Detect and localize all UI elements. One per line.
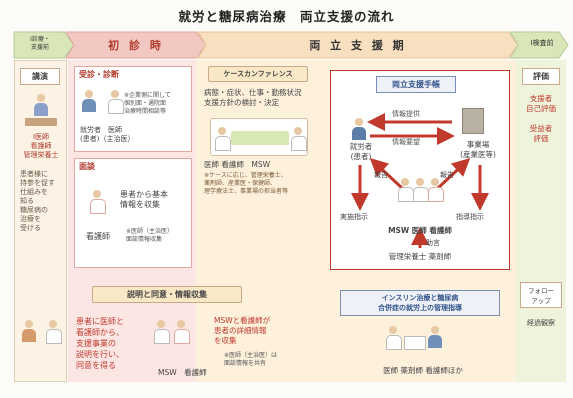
post-phase-column (516, 60, 566, 382)
evaluation-text: 支援者 自己評価 受益者 評価 (526, 94, 556, 143)
first-visit-label: 初 診 時 (108, 39, 164, 52)
diagnosis-illustration (82, 90, 124, 120)
conference-person-icon (291, 127, 307, 151)
post-phase-label: Ⅰ検査前 (530, 39, 554, 47)
advice-label: 助言 (426, 239, 440, 247)
info-provide-label: 情報提供 (392, 110, 420, 118)
pharmacist-icon (386, 326, 402, 350)
info-request-label: 情報要望 (392, 138, 420, 146)
lecture-description: 患者様に 持参を促す 仕組みを 知る 糖尿病の 治療を 受ける (20, 170, 55, 232)
worker-patient-icon (82, 90, 96, 112)
worker-icon (352, 118, 366, 140)
case-conference-title: ケースカンファレンス (208, 66, 308, 82)
guide-label-left: 実施指示 (340, 213, 368, 221)
consent-illustration (22, 320, 62, 368)
doctor-icon (413, 178, 429, 202)
report-label-left: 報告 (374, 171, 388, 179)
employer-label: 事業場 (産業医等) (460, 140, 496, 159)
pre-phase-label: Ⅰ診療・ 支援前 (30, 36, 50, 51)
nurse-icon (428, 178, 444, 202)
page-title: 就労と糖尿病治療 両立支援の流れ (178, 9, 395, 24)
nurse-icon (174, 320, 190, 344)
consent-text: 患者に医師と 看護師から、 支援事業の 説明を行い、 同意を得る (76, 317, 124, 370)
case-conference-text: 病態・症状、仕事・勤務状況 支援方針の検討・決定 (204, 88, 302, 107)
post-phase-arrow (509, 31, 569, 59)
msw-icon (154, 320, 170, 344)
medical-team-illustration (398, 178, 444, 202)
conference-person-icon (215, 127, 231, 151)
diagnosis-note: ※企業側に関して 個別面・通院面 治療時間相談等 (124, 92, 171, 115)
company-building-icon (462, 108, 484, 134)
staff-person-icon (34, 94, 48, 116)
follow-up-title: フォロー アップ (520, 282, 562, 308)
support-flow-arrows (351, 113, 489, 248)
patient-icon (22, 320, 36, 342)
interview-text: 患者から基本 情報を収集 (120, 190, 168, 209)
evaluation-title: 評価 (522, 68, 560, 85)
interview-role: 看護師 (86, 232, 110, 241)
insulin-guidance-title: インスリン治療と糖尿病 合併症の就労上の管理指導 (340, 290, 500, 316)
support-handbook-title: 両立支援手帳 (376, 76, 456, 93)
interview-note: ※医師（主治医） 面談情報収集 (126, 228, 174, 243)
lecture-box-label: 講演 (20, 68, 60, 85)
insulin-guidance-roles: 医師 薬剤師 看護師ほか (383, 366, 463, 375)
specialists-label: 管理栄養士 薬剤師 (388, 252, 452, 261)
info-collection-note: ※医師（主治医）は 面談情報を共有 (224, 352, 278, 367)
interview-title: 面談 (79, 162, 95, 171)
patient-icon (428, 326, 442, 348)
medical-team-label: MSW 医師 看護師 (388, 226, 452, 235)
follow-up-text: 経過観察 (527, 319, 555, 327)
case-conference-note: ※ケースに応じ、管理栄養士、 薬剤師、産業医・保健師、 理学療法士、事業場の担当… (204, 172, 289, 195)
guidance-illustration (380, 322, 450, 358)
case-conference-roles: 医師 看護師 MSW (204, 160, 271, 169)
support-phase-label: 両 立 支 援 期 (309, 39, 407, 52)
report-arrow-right (436, 157, 471, 190)
report-arrow-left (369, 157, 404, 190)
info-collection-text: MSWと看護師が 患者の詳細情報 を収集 (214, 316, 271, 345)
doctor-icon (46, 320, 62, 344)
pre-phase-arrow (13, 31, 75, 59)
report-label-right: 報告 (440, 171, 454, 179)
first-visit-arrow (65, 31, 207, 59)
guide-label-right: 指導指示 (456, 213, 484, 221)
msw-icon (398, 178, 414, 202)
nurse-icon (90, 190, 106, 214)
support-phase-arrow (197, 31, 519, 59)
diagnosis-people: 就労者 医師 (患者)（主治医） (80, 126, 135, 143)
worker-label: 就労者 (患者) (349, 142, 373, 161)
physician-icon (108, 90, 124, 114)
lecture-illustration (25, 94, 57, 130)
lecture-staff-caption: Ⅰ医師 看護師 管理栄養士 (23, 133, 59, 159)
conference-illustration (210, 118, 308, 156)
phase-header-arrows (13, 31, 569, 59)
consent-title: 説明と同意・情報収集 (92, 286, 242, 303)
diagnosis-title: 受診・診断 (79, 70, 119, 79)
info-collection-illustration (150, 316, 210, 366)
info-collection-roles: MSW 看護師 (158, 368, 207, 377)
